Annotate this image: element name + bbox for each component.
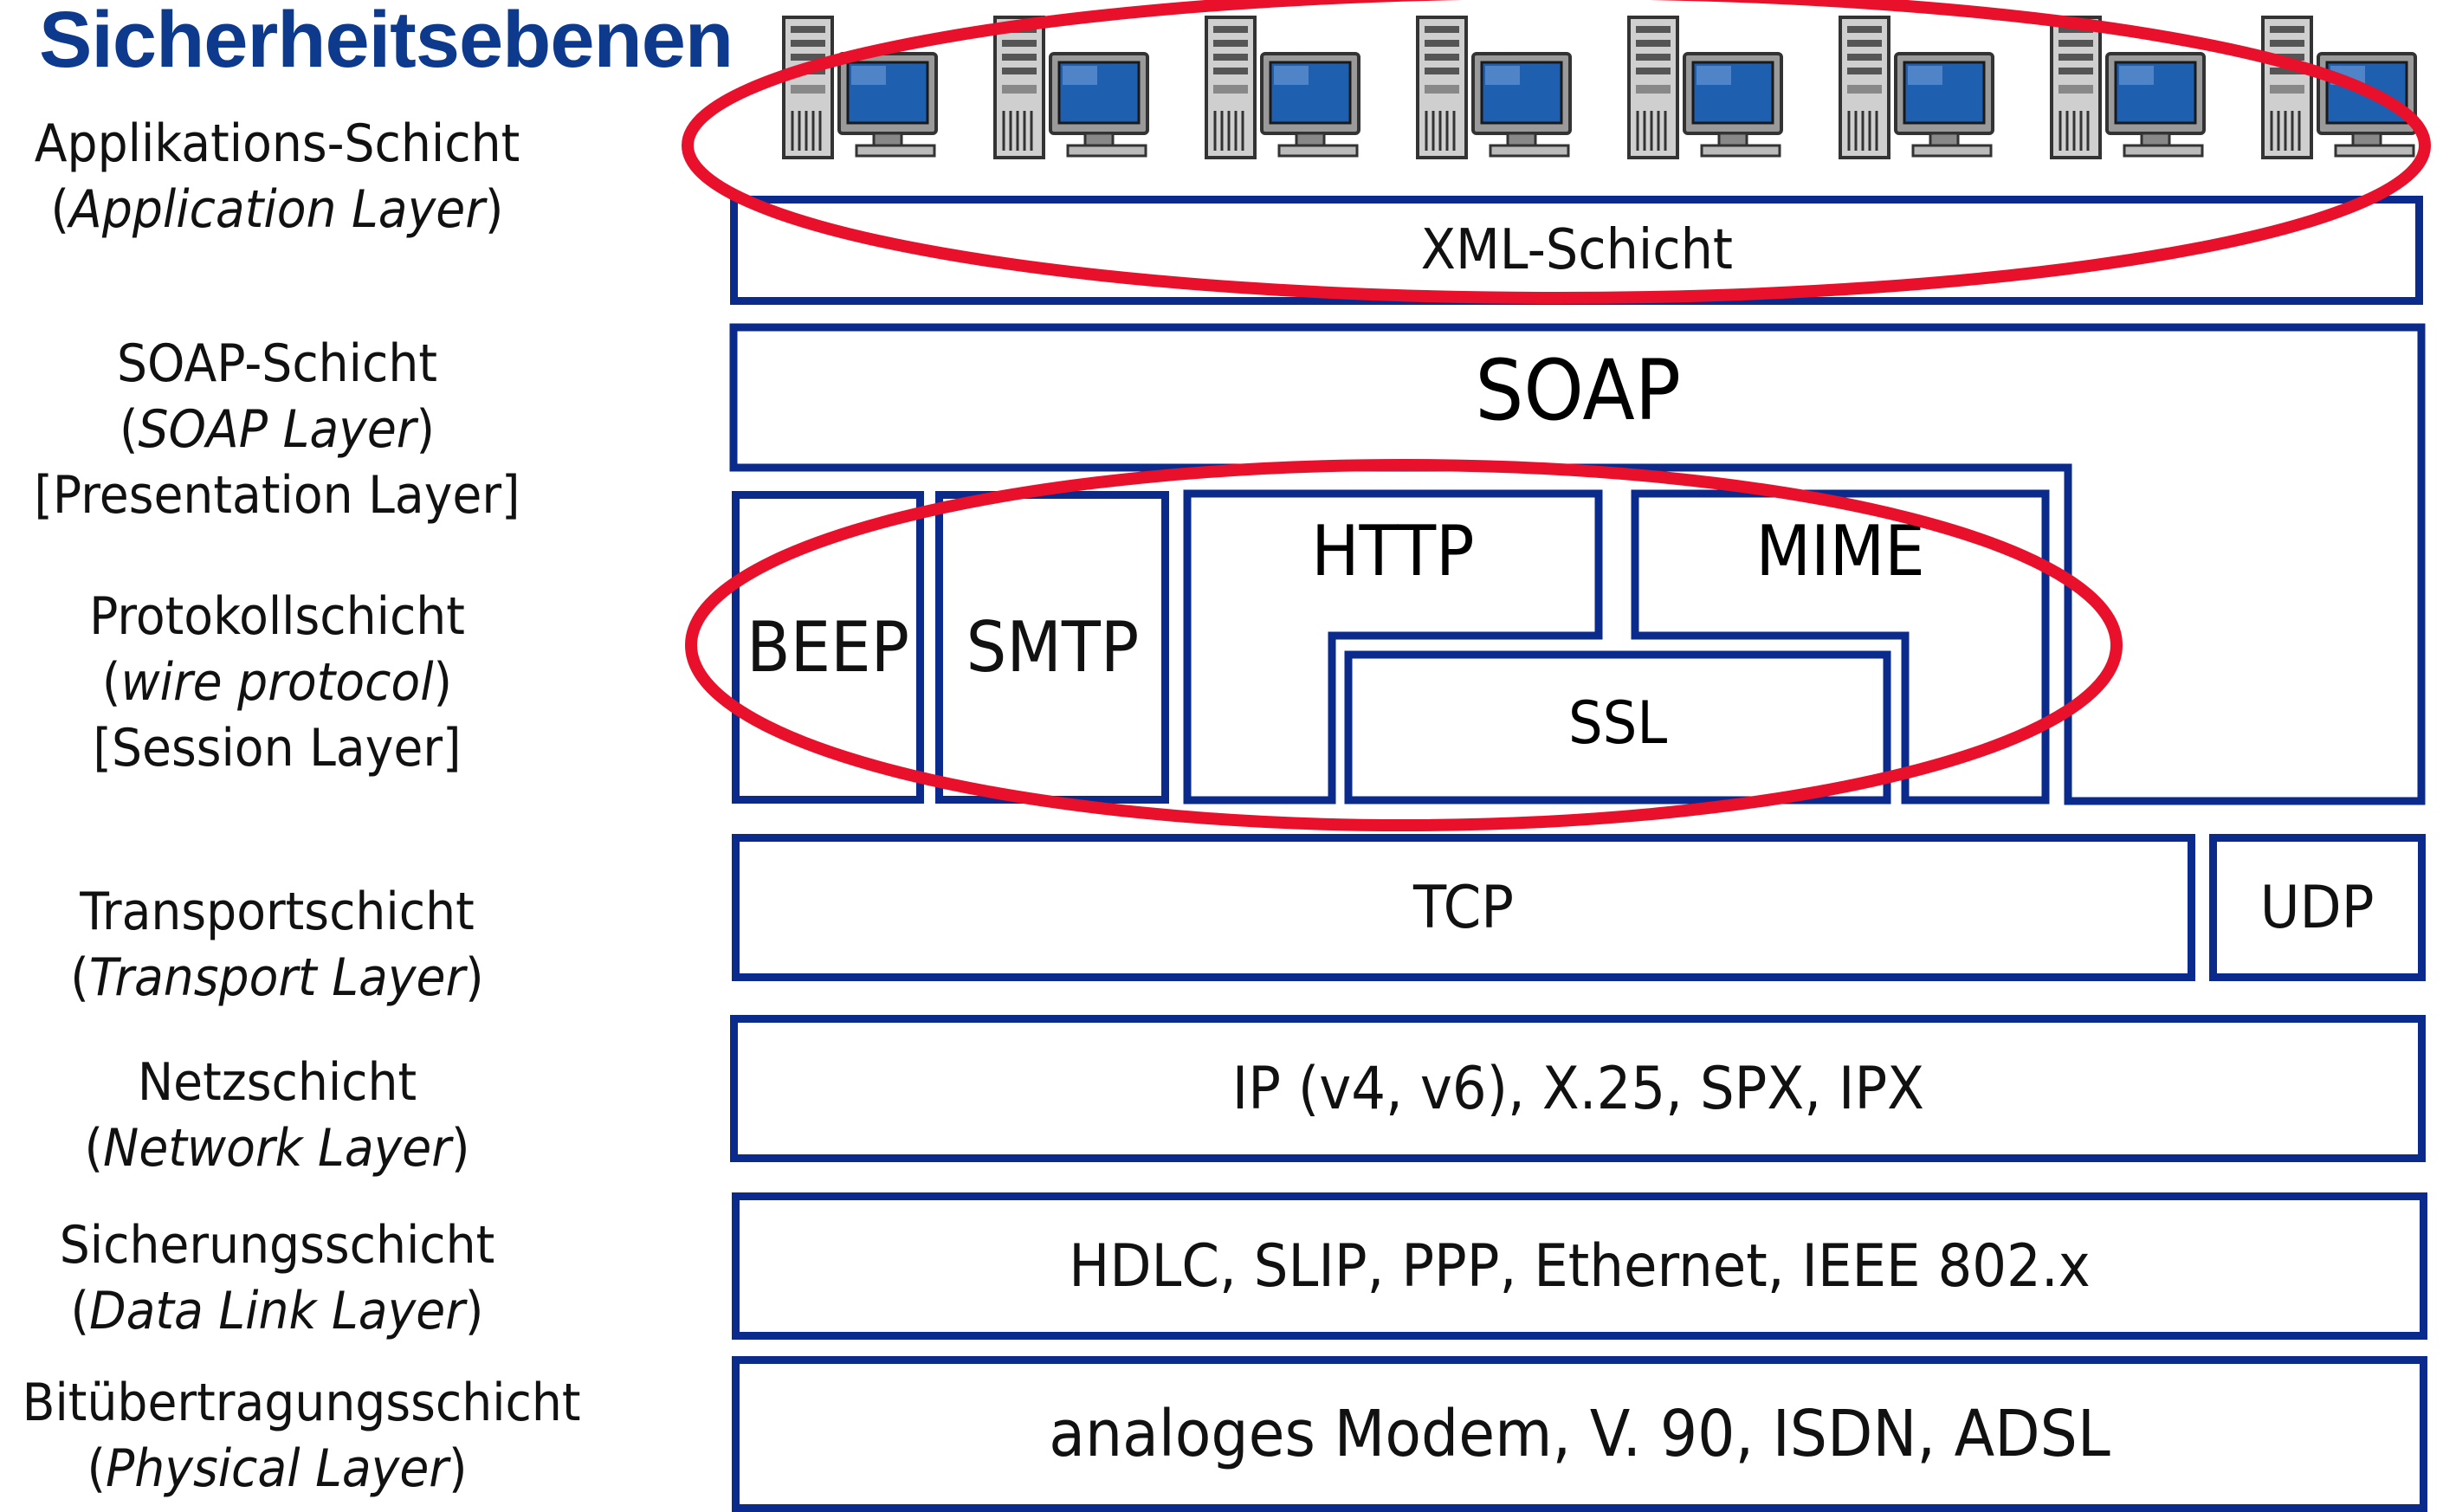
application-highlight-ellipse bbox=[682, 0, 2431, 304]
server-and-monitor-icon bbox=[1205, 16, 1360, 161]
ssl-label: SSL bbox=[1567, 689, 1668, 758]
smtp-label: SMTP bbox=[966, 607, 1139, 688]
datalink-layer-label: HDLC, SLIP, PPP, Ethernet, IEEE 802.x bbox=[1069, 1231, 2091, 1301]
layer-name-de: Applikations-Schicht bbox=[34, 113, 520, 174]
mime-label-wrap: MIME bbox=[1635, 511, 2046, 591]
layer-label-transport: Transportschicht (Transport Layer) bbox=[23, 879, 533, 1011]
layer-name-en: Physical Layer bbox=[105, 1438, 449, 1499]
server-and-monitor-icon bbox=[1627, 16, 1783, 161]
layer-label-datalink: Sicherungsschicht (Data Link Layer) bbox=[23, 1212, 533, 1344]
soap-label: SOAP bbox=[1475, 342, 1681, 439]
http-box-outline bbox=[1183, 489, 1603, 804]
server-and-monitor-icon bbox=[782, 16, 938, 161]
page-title: Sicherheitsebenen bbox=[39, 0, 734, 84]
layer-name-en: Network Layer bbox=[103, 1118, 451, 1179]
layer-label-network: Netzschicht (Network Layer) bbox=[23, 1050, 533, 1181]
layer-label-soap: SOAP-Schicht (SOAP Layer) [Presentation … bbox=[23, 331, 533, 528]
udp-box: UDP bbox=[2209, 834, 2426, 981]
udp-label: UDP bbox=[2260, 873, 2375, 942]
layer-label-physical: Bitübertragungsschicht (Physical Layer) bbox=[22, 1370, 581, 1502]
layer-name-en: Application Layer bbox=[69, 179, 485, 240]
network-layer-box: IP (v4, v6), X.25, SPX, IPX bbox=[730, 1015, 2426, 1162]
datalink-layer-box: HDLC, SLIP, PPP, Ethernet, IEEE 802.x bbox=[732, 1192, 2427, 1340]
layer-name-de: Netzschicht bbox=[137, 1052, 417, 1113]
beep-label: BEEP bbox=[746, 607, 909, 688]
tcp-label: TCP bbox=[1413, 873, 1514, 942]
server-and-monitor-icon bbox=[1416, 16, 1572, 161]
mime-box-outline bbox=[1631, 489, 2050, 804]
tcp-box: TCP bbox=[732, 834, 2195, 981]
layer-osi-name: [Session Layer] bbox=[93, 718, 462, 779]
physical-layer-label: analoges Modem, V. 90, ISDN, ADSL bbox=[1049, 1397, 2110, 1471]
layer-label-application: Applikations-Schicht (Application Layer) bbox=[23, 111, 533, 242]
layer-name-en: Transport Layer bbox=[88, 947, 466, 1008]
layer-name-de: Bitübertragungsschicht bbox=[22, 1373, 581, 1433]
ssl-label-wrap: SSL bbox=[1348, 689, 1887, 758]
layer-name-en: wire protocol bbox=[120, 652, 434, 713]
layer-name-de: Sicherungsschicht bbox=[59, 1215, 495, 1276]
layer-name-de: SOAP-Schicht bbox=[117, 333, 437, 394]
layer-name-de: Transportschicht bbox=[80, 882, 475, 942]
network-layer-label: IP (v4, v6), X.25, SPX, IPX bbox=[1231, 1054, 1924, 1123]
mime-label: MIME bbox=[1755, 511, 1925, 591]
layer-name-en: SOAP Layer bbox=[138, 399, 417, 460]
layer-name-en: Data Link Layer bbox=[89, 1281, 465, 1341]
layer-label-protocol: Protokollschicht (wire protocol) [Sessio… bbox=[23, 584, 533, 781]
layer-name-de: Protokollschicht bbox=[89, 586, 465, 647]
http-label-wrap: HTTP bbox=[1187, 511, 1599, 591]
ssl-box-outline bbox=[1344, 650, 1891, 804]
xml-layer-label: XML-Schicht bbox=[1420, 218, 1733, 282]
http-label: HTTP bbox=[1311, 511, 1475, 591]
server-and-monitor-icon bbox=[2050, 16, 2206, 161]
server-and-monitor-icon bbox=[993, 16, 1149, 161]
layer-osi-name: [Presentation Layer] bbox=[34, 465, 520, 526]
server-and-monitor-icon bbox=[1839, 16, 1994, 161]
protocol-highlight-ellipse bbox=[685, 459, 2123, 831]
